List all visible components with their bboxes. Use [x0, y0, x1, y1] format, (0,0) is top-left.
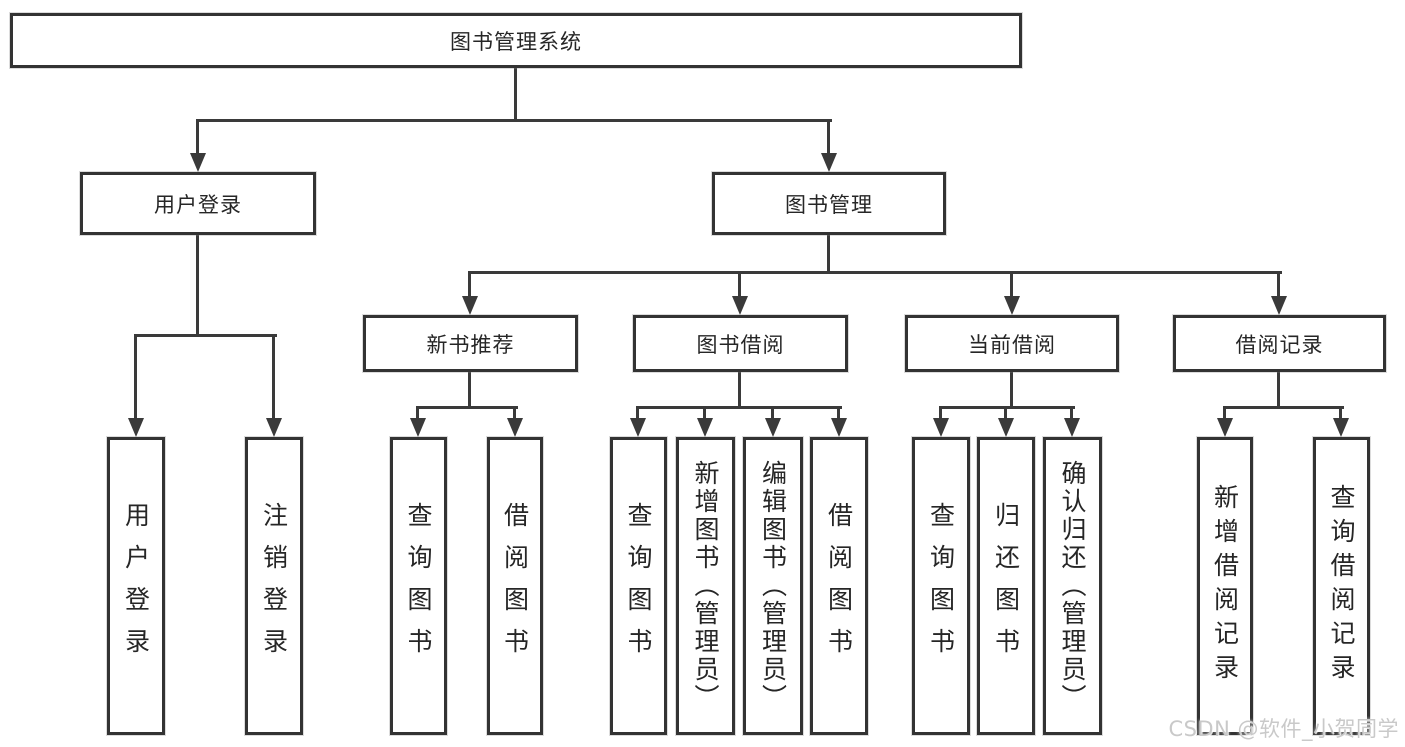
leaf-query-books-recommend: 查询图书 — [390, 437, 447, 735]
connector-line — [134, 334, 277, 337]
connector-line — [196, 235, 199, 337]
csdn-watermark: CSDN @软件_小贺同学 — [1168, 717, 1399, 741]
node-current-borrow: 当前借阅 — [905, 315, 1119, 372]
connector-line — [1070, 406, 1073, 420]
leaf-borrow-books-recommend-label: 借阅图书 — [500, 502, 530, 670]
connector-line — [272, 334, 275, 420]
arrow-down-icon — [1217, 418, 1233, 437]
connector-line — [196, 119, 832, 122]
connector-line — [1010, 372, 1013, 409]
arrow-down-icon — [266, 418, 282, 437]
leaf-logout-label: 注销登录 — [259, 502, 289, 670]
arrow-down-icon — [190, 153, 206, 172]
connector-line — [1223, 406, 1344, 409]
arrow-down-icon — [410, 418, 426, 437]
leaf-user-login: 用户登录 — [107, 437, 165, 735]
arrow-down-icon — [507, 418, 523, 437]
leaf-add-books-admin-label: 新增图书（管理员） — [691, 460, 720, 712]
leaf-query-borrow-record: 查询借阅记录 — [1313, 437, 1370, 735]
connector-line — [738, 372, 741, 409]
connector-line — [468, 271, 471, 298]
arrow-down-icon — [1333, 418, 1349, 437]
connector-line — [636, 406, 842, 409]
connector-line — [1223, 406, 1226, 420]
connector-line — [636, 406, 639, 420]
connector-line — [1010, 271, 1013, 298]
connector-line — [1004, 406, 1007, 420]
connector-line — [416, 406, 518, 409]
leaf-query-books-current: 查询图书 — [912, 437, 970, 735]
node-book-management: 图书管理 — [712, 172, 946, 235]
leaf-add-books-admin: 新增图书（管理员） — [676, 437, 735, 735]
arrow-down-icon — [462, 296, 478, 315]
arrow-down-icon — [933, 418, 949, 437]
arrow-down-icon — [998, 418, 1014, 437]
connector-line — [827, 235, 830, 274]
leaf-query-books-borrow: 查询图书 — [610, 437, 667, 735]
connector-line — [939, 406, 1075, 409]
node-new-book-recommend-label: 新书推荐 — [426, 332, 515, 357]
connector-line — [939, 406, 942, 420]
arrow-down-icon — [831, 418, 847, 437]
arrow-down-icon — [1271, 296, 1287, 315]
arrow-down-icon — [630, 418, 646, 437]
leaf-query-books-recommend-label: 查询图书 — [404, 502, 433, 670]
node-user-login: 用户登录 — [80, 172, 316, 235]
node-book-management-label: 图书管理 — [785, 192, 873, 217]
leaf-user-login-label: 用户登录 — [121, 502, 151, 670]
node-borrow-records: 借阅记录 — [1173, 315, 1386, 372]
connector-line — [1339, 406, 1342, 420]
connector-line — [134, 334, 137, 420]
leaf-confirm-return-admin: 确认归还（管理员） — [1043, 437, 1102, 735]
leaf-borrow-books: 借阅图书 — [810, 437, 868, 735]
connector-line — [196, 119, 199, 156]
node-root-label: 图书管理系统 — [450, 29, 582, 54]
connector-line — [1277, 372, 1280, 409]
leaf-edit-books-admin: 编辑图书（管理员） — [743, 437, 803, 735]
connector-line — [416, 406, 419, 420]
arrow-down-icon — [1064, 418, 1080, 437]
connector-line — [837, 406, 840, 420]
leaf-query-borrow-record-label: 查询借阅记录 — [1327, 484, 1356, 688]
leaf-return-books-label: 归还图书 — [991, 502, 1021, 670]
connector-line — [1277, 271, 1280, 298]
leaf-borrow-books-recommend: 借阅图书 — [487, 437, 543, 735]
node-book-borrow-label: 图书借阅 — [696, 332, 785, 357]
leaf-logout: 注销登录 — [245, 437, 303, 735]
arrow-down-icon — [821, 153, 837, 172]
node-user-login-label: 用户登录 — [154, 192, 242, 217]
leaf-confirm-return-admin-label: 确认归还（管理员） — [1058, 460, 1087, 712]
leaf-query-books-borrow-label: 查询图书 — [624, 502, 653, 670]
leaf-return-books: 归还图书 — [977, 437, 1035, 735]
arrow-down-icon — [765, 418, 781, 437]
arrow-down-icon — [697, 418, 713, 437]
arrow-down-icon — [732, 296, 748, 315]
connector-line — [771, 406, 774, 420]
connector-line — [738, 271, 741, 298]
node-root: 图书管理系统 — [10, 13, 1022, 68]
connector-line — [514, 68, 517, 122]
leaf-add-borrow-record: 新增借阅记录 — [1197, 437, 1253, 735]
node-borrow-records-label: 借阅记录 — [1235, 332, 1324, 357]
arrow-down-icon — [128, 418, 144, 437]
leaf-edit-books-admin-label: 编辑图书（管理员） — [758, 460, 788, 712]
connector-line — [703, 406, 706, 420]
connector-line — [468, 372, 471, 409]
node-book-borrow: 图书借阅 — [633, 315, 848, 372]
connector-line — [468, 271, 1282, 274]
leaf-add-borrow-record-label: 新增借阅记录 — [1210, 484, 1240, 688]
node-current-borrow-label: 当前借阅 — [968, 332, 1056, 357]
connector-line — [513, 406, 516, 420]
connector-line — [827, 119, 830, 156]
arrow-down-icon — [1004, 296, 1020, 315]
node-new-book-recommend: 新书推荐 — [363, 315, 578, 372]
leaf-borrow-books-label: 借阅图书 — [824, 502, 854, 670]
leaf-query-books-current-label: 查询图书 — [926, 502, 956, 670]
